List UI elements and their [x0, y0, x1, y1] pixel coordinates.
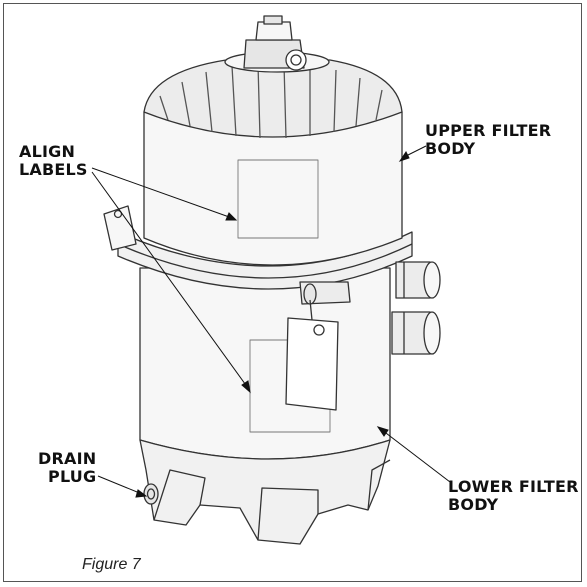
- upper-filter-body: [143, 111, 403, 266]
- inlet-outlet-ports: [391, 261, 441, 355]
- figure-caption: Figure 7: [82, 556, 141, 573]
- callout-line: BODY: [448, 495, 499, 514]
- filter-dome: [143, 59, 403, 138]
- align-labels-callout: ALIGN LABELS: [19, 143, 88, 179]
- drain-plug-shape: [143, 483, 159, 505]
- upper-label-area: [237, 159, 319, 239]
- callout-line: DRAIN: [38, 449, 97, 468]
- drain-plug-callout: DRAIN PLUG: [38, 450, 96, 486]
- callout-line: BODY: [425, 139, 476, 158]
- callout-line: UPPER FILTER: [425, 121, 552, 140]
- warning-tag: [285, 317, 339, 411]
- callout-line: LABELS: [19, 160, 88, 179]
- air-relief-valve: [243, 15, 307, 71]
- callout-line: PLUG: [48, 467, 97, 486]
- upper-filter-body-callout: UPPER FILTER BODY: [425, 122, 551, 158]
- callout-line: LOWER FILTER: [448, 477, 579, 496]
- callout-line: ALIGN: [19, 142, 76, 161]
- clamp-band: [117, 231, 413, 290]
- figure-frame: [3, 3, 582, 582]
- filter-base: [139, 439, 391, 545]
- lower-filter-body: [139, 267, 391, 460]
- lower-filter-body-callout: LOWER FILTER BODY: [448, 478, 579, 514]
